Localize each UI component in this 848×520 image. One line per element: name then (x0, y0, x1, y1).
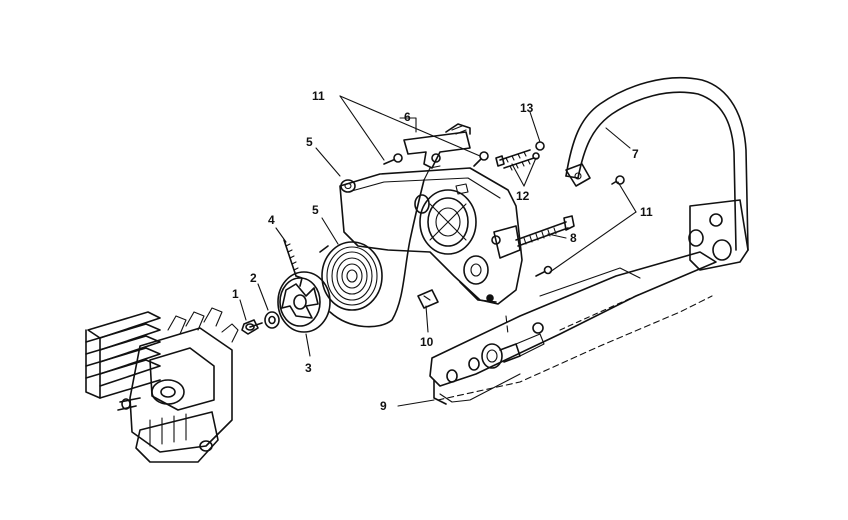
starter-rope (329, 165, 441, 328)
recoil-spring-part-5 (319, 241, 383, 311)
clip-part-10 (417, 289, 439, 309)
callout-1: 1 (232, 287, 239, 301)
callout-11-right: 11 (640, 205, 653, 219)
callout-8: 8 (570, 231, 577, 245)
starter-pulley-part-3 (277, 271, 331, 333)
leader-lines (239, 95, 637, 407)
callout-5-housing: 5 (306, 135, 313, 149)
screw-part-11-left (383, 153, 403, 165)
callout-10: 10 (420, 335, 434, 349)
nut-part-1 (241, 319, 263, 335)
screw-part-11-lower (535, 265, 553, 277)
callout-9: 9 (380, 399, 387, 413)
callout-4: 4 (268, 213, 275, 227)
callout-11-top: 11 (312, 89, 325, 103)
callout-5-spring: 5 (312, 203, 319, 217)
callout-2: 2 (250, 271, 257, 285)
engine-cylinder (85, 307, 239, 463)
callout-labels: 1 2 3 4 5 5 6 7 8 9 10 11 11 12 13 (232, 89, 653, 413)
callout-13: 13 (520, 101, 534, 115)
callout-6: 6 (404, 110, 411, 124)
bolt-part-8 (515, 215, 575, 247)
washer-part-13 (532, 141, 545, 160)
screws-part-12 (495, 149, 535, 171)
handle-bar-part-7 (565, 76, 749, 271)
callout-3: 3 (305, 361, 312, 375)
washer-part-2 (264, 311, 280, 329)
bracket-part-6 (403, 123, 471, 169)
starter-housing (339, 167, 523, 305)
base-plate-part-9 (429, 251, 717, 405)
callout-7: 7 (632, 147, 639, 161)
callout-12: 12 (516, 189, 530, 203)
pin-part-4 (283, 239, 299, 277)
